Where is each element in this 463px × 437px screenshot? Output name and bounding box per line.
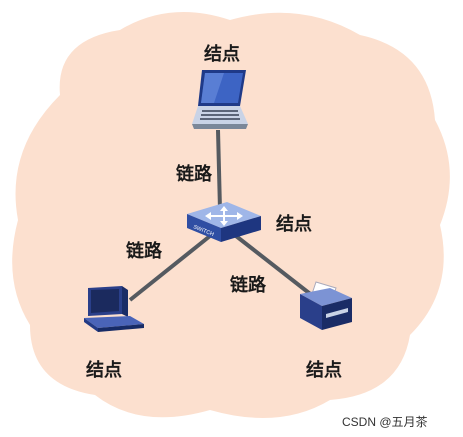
left-link-label: 链路 (126, 241, 162, 262)
right-node-label: 结点 (306, 360, 342, 381)
desktop-computer-icon (84, 286, 144, 332)
watermark: CSDN @五月茶 (342, 415, 428, 429)
left-node-label: 结点 (86, 360, 122, 381)
link-left (128, 234, 212, 302)
right-link-label: 链路 (230, 275, 266, 296)
switch-node-label: 结点 (276, 214, 312, 235)
link-top (216, 129, 222, 211)
top-link-label: 链路 (176, 164, 212, 185)
link-right (234, 234, 320, 302)
top-node-label: 结点 (204, 44, 240, 65)
printer-icon (300, 281, 352, 330)
laptop-icon (192, 70, 248, 129)
switch-icon: SWITCH (187, 202, 261, 242)
